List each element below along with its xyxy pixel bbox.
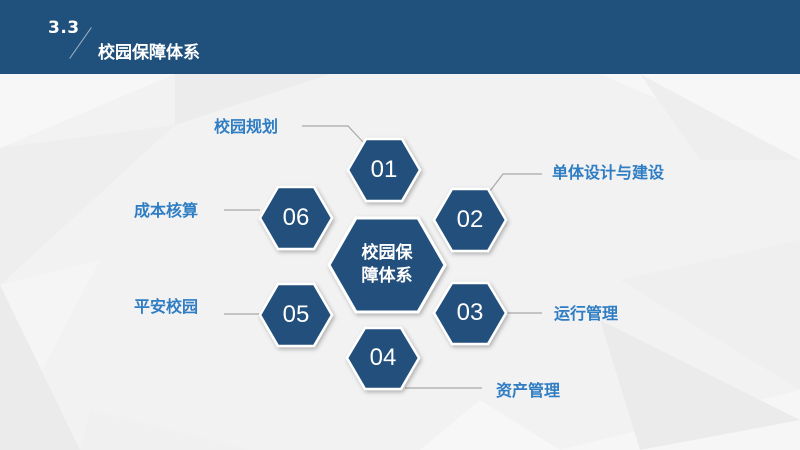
label-safe-campus: 平安校园 [134,297,199,316]
hex-number-03: 03 [456,299,484,326]
hex-02 [432,187,508,253]
hex-number-05: 05 [282,301,310,328]
hex-number-04: 04 [369,344,397,371]
label-unit-design-construction: 单体设计与建设 [552,163,665,182]
center-label: 校园保 障体系 [337,242,437,288]
hex-number-01: 01 [370,156,398,183]
label-cost-accounting: 成本核算 [134,201,199,220]
hex-center [327,216,447,314]
hex-06 [258,185,334,251]
hex-04 [345,326,421,391]
header-bar: 3.3 校园保障体系 [0,0,800,74]
label-campus-planning: 校园规划 [214,117,279,136]
center-label-line2: 障体系 [361,266,413,286]
center-label-line1: 校园保 [361,243,413,263]
hex-03 [432,281,508,346]
connector-02 [489,173,542,192]
hex-number-02: 02 [456,206,484,233]
hex-number-06: 06 [282,204,310,231]
hex-05 [258,282,334,348]
label-asset-management: 资产管理 [496,381,561,400]
section-number: 3.3 [48,18,80,38]
page-title: 校园保障体系 [98,43,200,63]
connector-01 [302,125,364,143]
label-operation-management: 运行管理 [554,304,619,323]
hex-01 [346,137,422,203]
